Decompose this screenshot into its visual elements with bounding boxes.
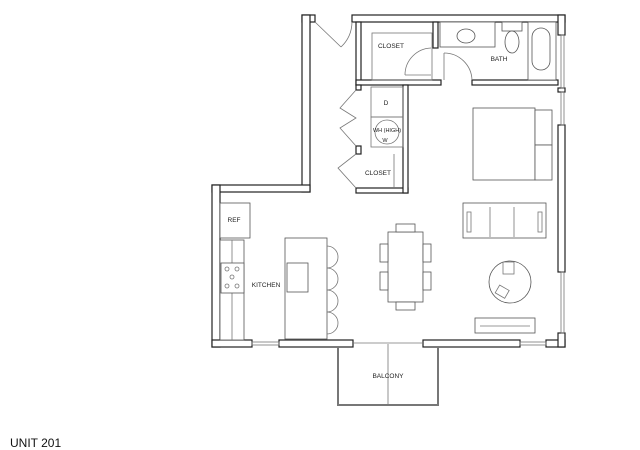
unit-title: UNIT 201 (10, 436, 62, 450)
dryer-label: D (384, 100, 389, 107)
dining-table (379, 223, 432, 311)
nightstand (534, 109, 553, 146)
bathtub-basin (531, 27, 551, 71)
balcony-label: BALCONY (372, 373, 404, 380)
kitchen-label: KITCHEN (252, 282, 281, 289)
entry-door[interactable] (314, 21, 353, 48)
closet-top: CLOSET (371, 32, 433, 81)
cooktop-icon (220, 262, 245, 294)
balcony: BALCONY (337, 344, 439, 406)
bar-stools (326, 245, 339, 335)
sofa (462, 202, 547, 239)
closet-lower-label: CLOSET (365, 170, 391, 177)
water-heater-label: WH (HIGH) (373, 128, 401, 134)
tv-console (474, 317, 536, 334)
toilet-icon (504, 30, 520, 54)
closet-doors[interactable] (337, 47, 473, 189)
bed (472, 107, 553, 181)
laundry: D WH (HIGH) W (370, 86, 404, 148)
island-sink-icon (286, 262, 309, 293)
bathroom: BATH (439, 21, 557, 81)
windows (251, 34, 565, 346)
refrigerator-label: REF (228, 217, 241, 224)
nightstand (534, 144, 553, 181)
interior-walls (355, 21, 559, 194)
toilet-tank (501, 21, 523, 32)
round-table (488, 260, 532, 304)
kitchen: REF KITCHEN (219, 202, 339, 341)
closet-top-label: CLOSET (378, 43, 404, 50)
bath-label: BATH (491, 56, 508, 63)
refrigerator (219, 202, 251, 239)
sink-icon (456, 28, 476, 44)
closet-lower: CLOSET (365, 154, 395, 188)
washer-label: W (382, 138, 388, 144)
